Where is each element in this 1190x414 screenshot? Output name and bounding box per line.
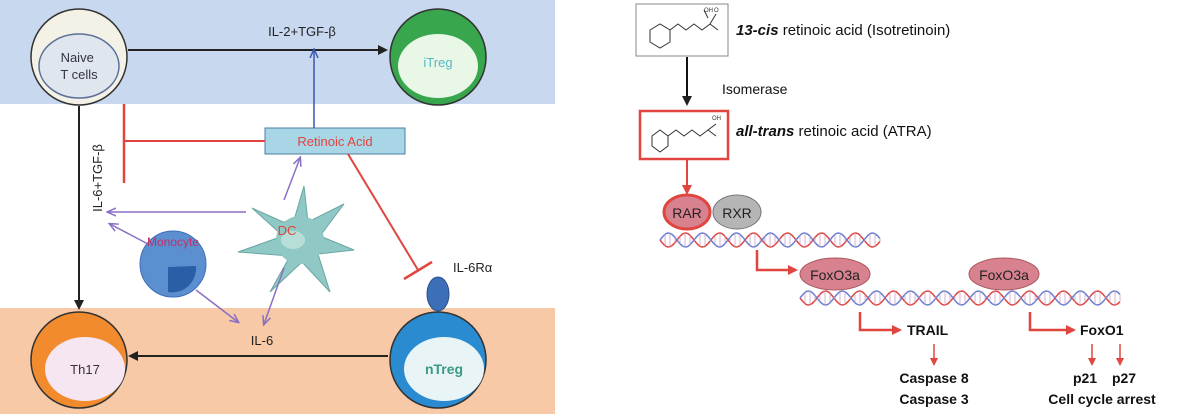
caspase3-label: Caspase 3 [899, 391, 968, 407]
foxo3a-oval-2 [968, 257, 1040, 291]
retinoic-acid-label: Retinoic Acid [297, 134, 372, 149]
itreg-label: iTreg [423, 55, 452, 70]
foxo3a-label-2: FoxO3a [979, 267, 1029, 283]
atra-label: all-trans retinoic acid (ATRA) [736, 123, 932, 140]
ra-inhibits-il6r-line [347, 153, 419, 271]
trail-label: TRAIL [907, 322, 949, 338]
il6r-inhibition-bar [403, 260, 433, 281]
right-panel: OH O 13-cis retinoic acid (Isotretinoin)… [635, 3, 1156, 407]
naive-t-cell-label: Naive T cells [60, 50, 98, 82]
il2-tgfb-label: IL-2+TGF-β [268, 24, 336, 39]
cell-cycle-arrest-label: Cell cycle arrest [1048, 391, 1156, 407]
p21-label: p21 [1073, 370, 1097, 386]
svg-text:O: O [714, 8, 719, 14]
ntreg-cell: nTreg [389, 311, 487, 409]
rxr-label: RXR [722, 205, 752, 221]
dendritic-cell-icon: DC [237, 185, 355, 293]
il6-tgfb-label: IL-6+TGF-β [90, 144, 105, 212]
il6-receptor-icon [426, 276, 450, 312]
rar-oval [662, 193, 712, 231]
il6-label: IL-6 [251, 333, 273, 348]
dna-helix-lower [799, 290, 1121, 306]
rxr-oval [712, 194, 762, 230]
dna-helix-upper [659, 232, 881, 248]
monocyte-label: Monocyte [147, 235, 199, 249]
itreg-cell: iTreg [389, 8, 487, 106]
isomerase-label: Isomerase [722, 81, 788, 97]
p27-label: p27 [1112, 370, 1136, 386]
rar-to-foxo3a-arrow [755, 250, 798, 275]
13-cis-label: 13-cis retinoic acid (Isotretinoin) [736, 22, 950, 39]
foxo3a-to-foxo1-arrow [1028, 312, 1076, 335]
foxo3a-oval-1 [799, 257, 871, 291]
monocyte-to-il6tgfb-arrow [110, 224, 149, 245]
th17-cell: Th17 [30, 311, 128, 409]
foxo3a-label-1: FoxO3a [810, 267, 860, 283]
il6-ralpha-label: IL-6Rα [453, 260, 493, 275]
rar-label: RAR [672, 205, 702, 221]
caspase8-label: Caspase 8 [899, 370, 968, 386]
naive-t-cell: Naive T cells [30, 8, 128, 106]
dc-to-il6-arrow [264, 267, 285, 324]
monocyte-icon: Monocyte [139, 230, 207, 298]
foxo3a-to-trail-arrow [858, 312, 902, 335]
retinoic-acid-box [264, 127, 406, 155]
foxo1-label: FoxO1 [1080, 322, 1124, 338]
ntreg-label: nTreg [425, 361, 463, 377]
atra-structure: OH [638, 109, 730, 161]
th17-label: Th17 [70, 362, 100, 377]
left-panel: Naive T cells iTreg Th17 nTreg IL-6Rα IL… [0, 0, 555, 414]
13-cis-structure: OH O [635, 3, 729, 57]
dc-label: DC [278, 223, 297, 238]
monocyte-to-th17-arrow [195, 289, 238, 322]
dc-to-ra-arrow [283, 158, 300, 201]
svg-text:OH: OH [712, 116, 721, 122]
svg-text:OH: OH [704, 8, 713, 14]
